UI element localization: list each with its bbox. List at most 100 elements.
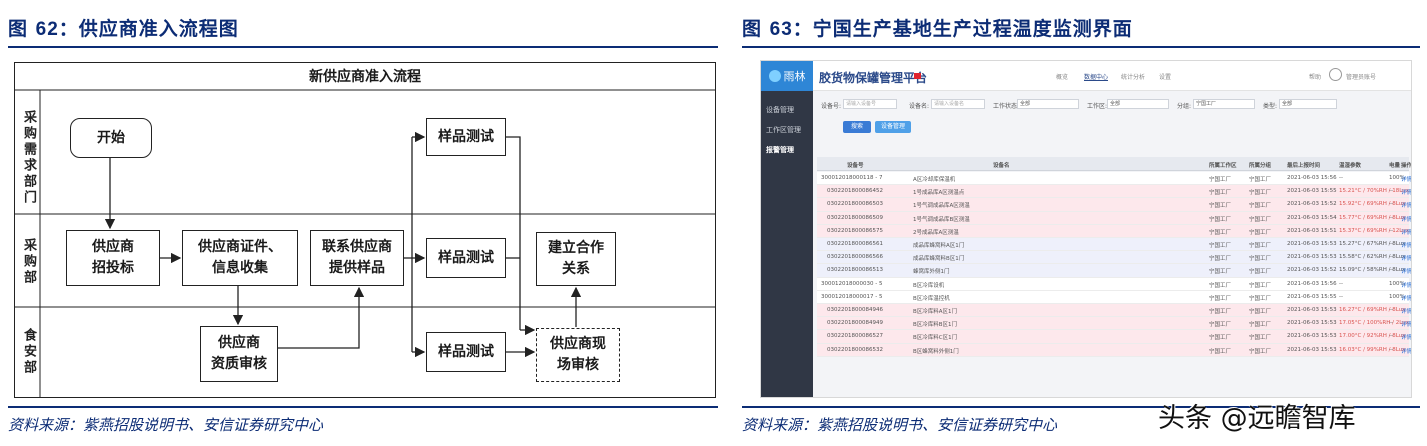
table-cell-device-id: 300012018000118 - 7 xyxy=(821,175,883,181)
app-sidebar xyxy=(761,61,813,397)
lane-label-food-safety: 食安部 xyxy=(21,328,36,376)
table-cell-actions[interactable]: 详情 历史数据 xyxy=(1401,295,1412,302)
table-cell-report-time: 2021-06-03 15:55 xyxy=(1287,293,1337,300)
table-cell-actions[interactable]: 详情 xyxy=(1401,348,1412,355)
column-header-report-time[interactable]: 最后上报时间 xyxy=(1287,163,1321,169)
node-collect: 供应商证件、 信息收集 xyxy=(182,230,298,286)
table-cell-battery: -- xyxy=(1389,254,1393,261)
table-cell-report-time: 2021-06-03 15:53 xyxy=(1287,346,1337,353)
table-cell-report-time: 2021-06-03 15:52 xyxy=(1287,201,1337,208)
column-header-device-id[interactable]: 设备号 xyxy=(847,163,864,169)
figure-63-title-text: ：宁国生产基地生产过程温度监测界面 xyxy=(792,18,1133,40)
top-nav-settings[interactable]: 设置 xyxy=(1159,74,1172,81)
figure-63-bottom-rule xyxy=(742,406,1420,408)
table-cell-actions[interactable]: 详情 xyxy=(1401,309,1412,315)
flowchart-lines xyxy=(14,62,716,398)
table-cell-group: 宁国工厂 xyxy=(1249,243,1272,249)
top-nav-overview[interactable]: 概览 xyxy=(1056,74,1069,81)
table-cell-device-id: 0302201800086561 xyxy=(827,241,883,247)
node-bidding: 供应商 招投标 xyxy=(66,230,160,286)
filter-name-label: 设备名: xyxy=(909,103,930,110)
table-cell-actions[interactable]: 详情 xyxy=(1401,203,1412,210)
column-header-battery[interactable]: 电量 xyxy=(1389,163,1401,169)
table-cell-device-id: 0302201800086513 xyxy=(827,267,883,274)
app-title: 胶货物保罐管理平台 xyxy=(819,71,928,85)
table-cell-device-name: 成品库蜂窝料B区1门 xyxy=(913,256,965,263)
branch-select[interactable]: 宁国工厂 xyxy=(1193,99,1255,109)
help-link[interactable]: 帮助 xyxy=(1309,74,1322,81)
table-cell-area: 宁国工厂 xyxy=(1209,190,1232,197)
node-test-bottom: 样品测试 xyxy=(426,332,506,372)
table-cell-area: 宁国工厂 xyxy=(1209,282,1232,289)
name-search-input[interactable]: 请输入设备名 xyxy=(931,99,985,109)
table-cell-actions[interactable]: 详情 xyxy=(1401,256,1412,263)
table-cell-battery: 100% xyxy=(1389,293,1405,300)
node-start: 开始 xyxy=(70,118,152,158)
table-cell-actions[interactable]: 详情 xyxy=(1401,322,1412,329)
figure-63-title: 图 63：宁国生产基地生产过程温度监测界面 xyxy=(742,14,1133,41)
table-cell-device-id: 0302201800086532 xyxy=(827,346,883,353)
table-cell-actions[interactable]: 详情 xyxy=(1401,229,1412,236)
table-cell-actions[interactable]: 详情 xyxy=(1401,216,1412,223)
table-cell-actions[interactable]: 详情 历史数据 xyxy=(1401,282,1412,289)
table-cell-battery: -- xyxy=(1389,320,1393,327)
figure-62-title-text: ：供应商准入流程图 xyxy=(58,18,239,40)
user-avatar-icon[interactable] xyxy=(1329,68,1342,81)
column-header-area[interactable]: 所属工作区 xyxy=(1209,163,1237,169)
device-manage-button[interactable]: 设备管理 xyxy=(875,121,911,133)
table-cell-report-time: 2021-06-03 15:56 xyxy=(1287,175,1337,181)
table-cell-actions[interactable]: 详情 xyxy=(1401,335,1412,342)
table-cell-group: 宁国工厂 xyxy=(1249,256,1272,263)
type-select[interactable]: 全部 xyxy=(1279,99,1337,109)
account-menu[interactable]: 管理员账号 xyxy=(1346,74,1377,81)
node-onsite: 供应商现 场审核 xyxy=(536,328,620,382)
table-cell-temp-humidity: 17.05°C / 100%RH / 2Lux xyxy=(1339,320,1409,327)
column-header-temp-humidity[interactable]: 温湿参数 xyxy=(1339,163,1362,169)
figure-63-number: 63 xyxy=(769,19,793,40)
lane-label-demand: 采购需求部门 xyxy=(21,110,36,206)
watermark: 头条 @远瞻智库 xyxy=(1158,403,1356,434)
table-cell-area: 宁国工厂 xyxy=(1209,203,1232,210)
table-cell-device-name: B区冷库料A区1门 xyxy=(913,309,958,315)
table-cell-device-id: 0302201800086503 xyxy=(827,201,883,208)
sidebar-item-alarms[interactable]: 报警管理 xyxy=(766,146,794,154)
table-cell-actions[interactable]: 详情 xyxy=(1401,243,1412,249)
table-cell-actions[interactable]: 详情 xyxy=(1401,190,1412,197)
app-logo[interactable]: 雨林 xyxy=(761,61,813,91)
sidebar-item-devices[interactable]: 设备管理 xyxy=(766,106,794,114)
table-cell-actions[interactable]: 详情 xyxy=(1401,269,1412,276)
status-select[interactable]: 全部 xyxy=(1017,99,1079,109)
table-cell-device-name: 2号成品库A区测温 xyxy=(913,229,959,236)
device-search-input[interactable]: 请输入设备号 xyxy=(843,99,897,109)
top-nav-stats[interactable]: 统计分析 xyxy=(1121,74,1146,81)
table-cell-area: 宁国工厂 xyxy=(1209,243,1232,249)
column-header-actions[interactable]: 操作 xyxy=(1401,163,1412,169)
column-header-device-name[interactable]: 设备名 xyxy=(993,163,1010,169)
table-cell-device-name: 1号成品库A区测温点 xyxy=(913,190,965,197)
column-header-group[interactable]: 所属分组 xyxy=(1249,163,1272,169)
top-nav-data[interactable]: 数据中心 xyxy=(1084,74,1109,81)
area-select[interactable]: 全部 xyxy=(1107,99,1169,109)
table-cell-battery: -- xyxy=(1389,227,1393,234)
table-cell-actions[interactable]: 详情 历史数据 xyxy=(1401,177,1412,183)
table-cell-device-id: 0302201800086509 xyxy=(827,214,883,221)
table-cell-device-id: 0302201800086452 xyxy=(827,188,883,195)
table-cell-device-id: 0302201800086527 xyxy=(827,333,883,340)
search-button[interactable]: 搜索 xyxy=(843,121,871,133)
table-cell-group: 宁国工厂 xyxy=(1249,203,1272,210)
sidebar-item-areas[interactable]: 工作区管理 xyxy=(766,126,801,134)
